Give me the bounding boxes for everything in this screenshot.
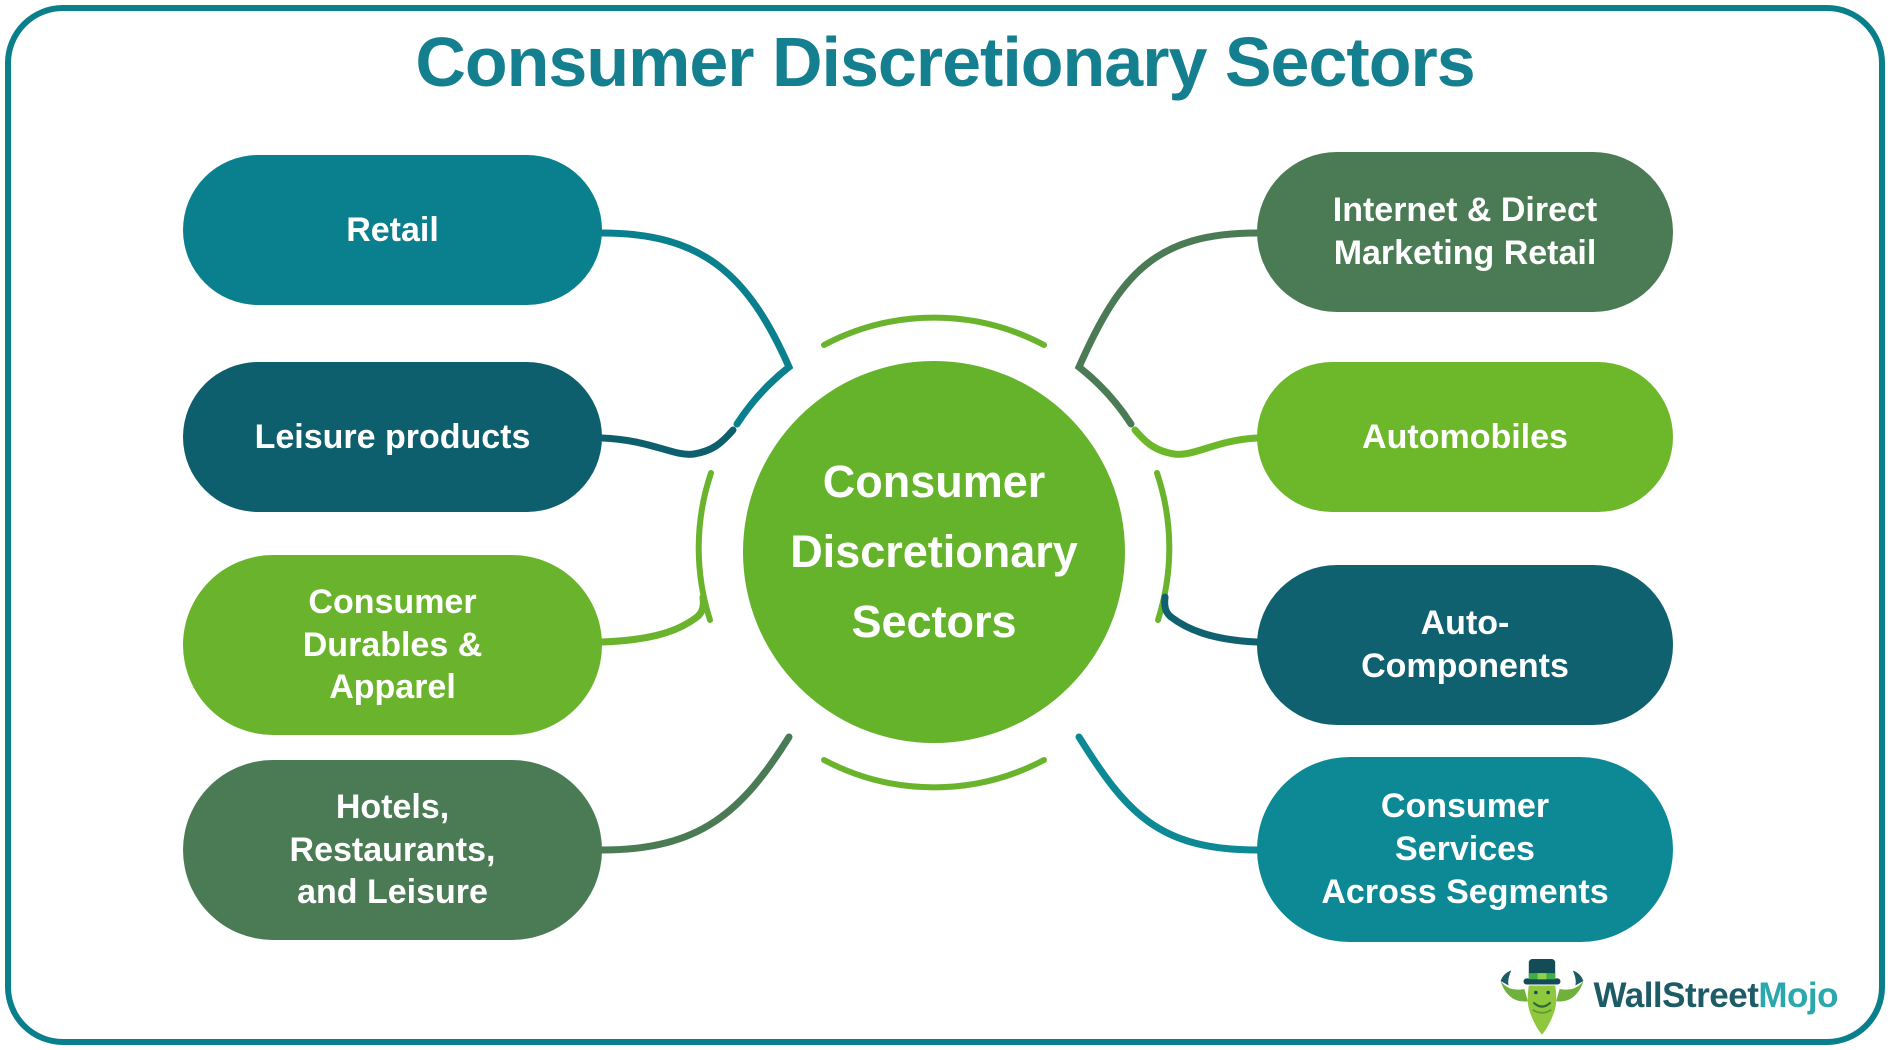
connector-internet-direct-marketing [1074, 229, 1261, 428]
page-title: Consumer Discretionary Sectors [415, 23, 1475, 101]
node-pill-hotels-restaurants-leisure: Hotels, Restaurants, and Leisure [183, 760, 602, 940]
node-pill-consumer-services-across-segments: Consumer Services Across Segments [1257, 757, 1673, 942]
logo-text: WallStreetMojo [1594, 976, 1839, 1016]
node-pill-internet-direct-marketing-retail: Internet & Direct Marketing Retail [1257, 152, 1673, 312]
leprechaun-mascot-icon [1500, 959, 1583, 1035]
connector-hotels-restaurants [598, 733, 793, 854]
wallstreetmojo-logo: WallStreetMojo [1498, 952, 1839, 1040]
connector-retail [598, 229, 794, 428]
ring-arc-top [821, 314, 1047, 348]
ring-arc-right [1154, 470, 1173, 623]
connector-consumer-services [1075, 733, 1261, 854]
node-pill-leisure-products: Leisure products [183, 362, 602, 512]
node-pill-consumer-durables-apparel: Consumer Durables & Apparel [183, 555, 602, 735]
logo-text-mojo: Mojo [1758, 976, 1838, 1015]
connector-auto-components [1161, 593, 1261, 646]
logo-text-wallstreet: WallStreet [1593, 976, 1759, 1015]
connector-automobiles [1131, 426, 1261, 458]
ring-arc-bottom [821, 757, 1047, 791]
node-pill-auto-components: Auto- Components [1257, 565, 1673, 725]
ring-arc-left [695, 470, 714, 623]
connector-leisure-products [598, 426, 737, 458]
center-node: Consumer Discretionary Sectors [743, 361, 1125, 743]
connector-consumer-durables [598, 593, 707, 646]
node-pill-automobiles: Automobiles [1257, 362, 1673, 512]
node-pill-retail: Retail [183, 155, 602, 305]
